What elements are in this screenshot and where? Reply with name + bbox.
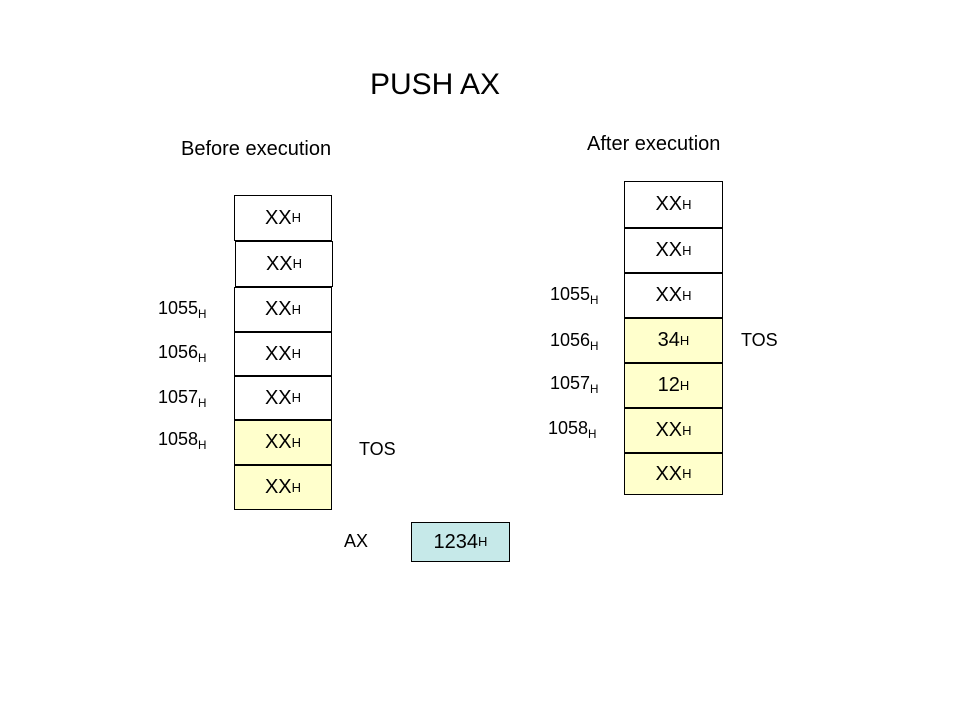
before-address-label: 1057H (158, 387, 207, 411)
before-tos-label: TOS (359, 439, 396, 459)
after-tos-label: TOS (741, 330, 778, 350)
after-heading: After execution (587, 133, 721, 155)
diagram-title: PUSH AX (370, 68, 501, 101)
after-address-label: 1056H (550, 330, 599, 354)
before-address-label: 1056H (158, 342, 207, 366)
register-name: AX (344, 531, 369, 551)
before-address-label: 1055H (158, 298, 207, 322)
before-address-label: 1058H (158, 429, 207, 453)
after-address-label: 1055H (550, 284, 599, 308)
before-heading: Before execution (181, 138, 332, 160)
after-address-label: 1057H (550, 373, 599, 397)
after-address-label: 1058H (548, 418, 597, 442)
